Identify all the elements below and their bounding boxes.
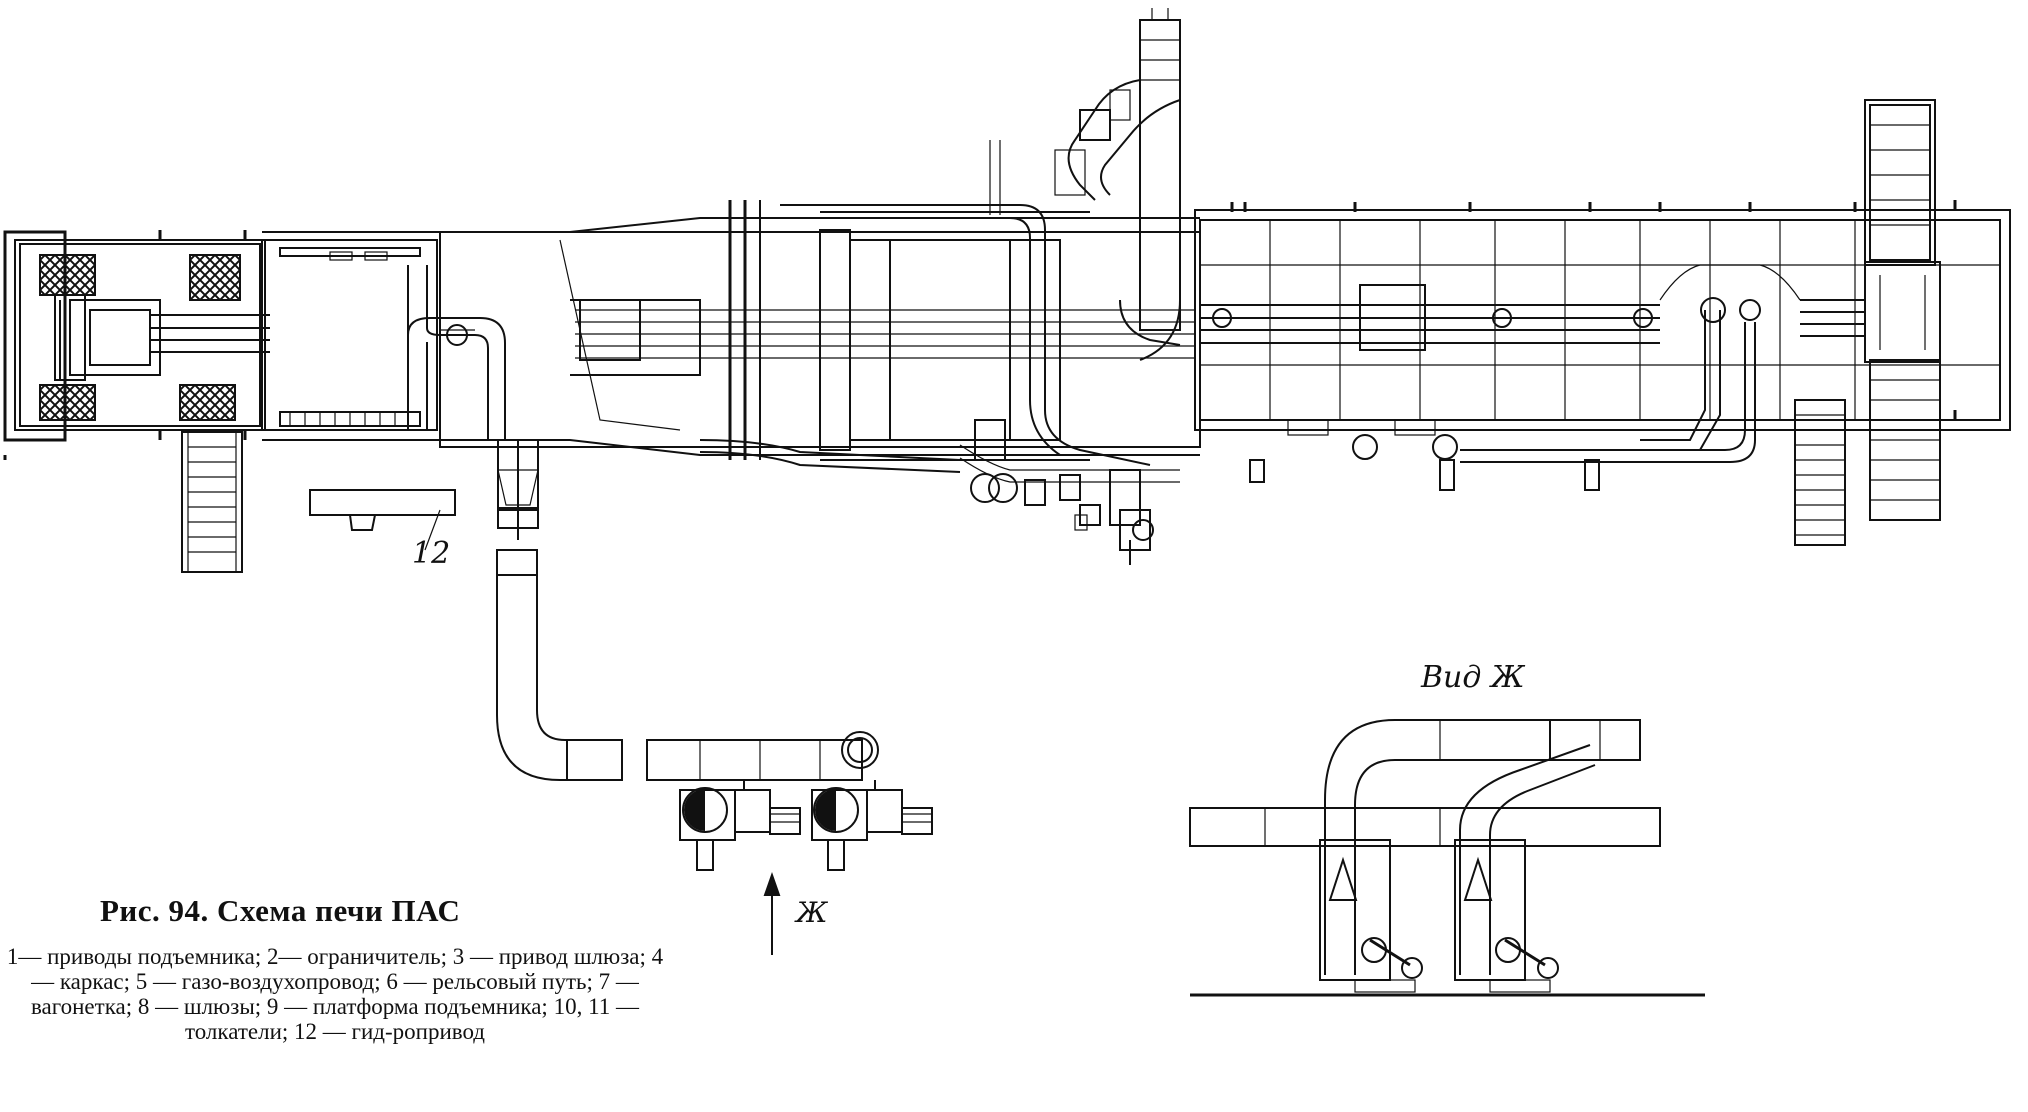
- right-unload-station: [1794, 99, 1957, 546]
- lower-pushers: [679, 780, 933, 871]
- lower-drives-middle: [970, 419, 1154, 565]
- gas-air-pipe-middle: [699, 204, 1180, 483]
- left-ladder: [181, 431, 243, 573]
- figure-legend: 1— приводы подъемника; 2— ограничитель; …: [6, 944, 664, 1044]
- left-lift-station: [3, 230, 270, 460]
- view-arrow-label: Ж: [796, 896, 828, 929]
- view-label: Вид Ж: [1421, 660, 1525, 695]
- figure-title: Рис. 94. Схема печи ПАС: [100, 893, 461, 928]
- view-zh-drawing: [1189, 719, 1705, 997]
- furnace-casing-middle: [439, 140, 1201, 461]
- hydraulic-drive-12: [309, 489, 456, 551]
- gas-air-pipe-left: [407, 265, 539, 540]
- exhaust-stack: [1054, 8, 1181, 361]
- lower-gas-pipe: [496, 549, 879, 781]
- furnace-casing-right: [1194, 202, 2011, 431]
- gas-air-pipe-right: [1249, 297, 1761, 491]
- view-direction-arrow: [763, 871, 781, 955]
- callout-hydraulic-drive: 12: [412, 536, 451, 571]
